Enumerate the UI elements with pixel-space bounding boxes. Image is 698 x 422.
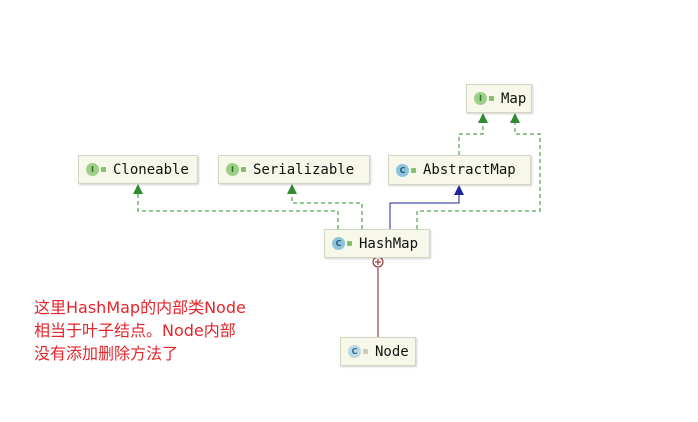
class-icon: C [332,237,345,250]
edge-hashmap-map [416,121,541,229]
arrow-head-abstractmap [454,185,464,195]
edge-hashmap-cloneable [137,192,339,229]
annotation-note: 这里HashMap的内部类Node 相当于叶子结点。Node内部 没有添加删除方… [34,296,246,365]
arrow-head-map-left [478,113,488,123]
arrow-head-cloneable [133,184,143,194]
node-serializable-label: Serializable [253,161,355,178]
node-cloneable[interactable]: I Cloneable [78,155,198,184]
interface-icon: I [474,92,487,105]
package-visibility-icon [363,349,368,354]
arrow-head-map-right [510,113,520,123]
public-visibility-icon [411,167,416,173]
node-hashmap[interactable]: C HashMap [324,229,430,258]
arrow-head-serializable [287,184,297,194]
edge-hashmap-serializable [291,192,363,229]
interface-icon: I [226,163,239,176]
edge-hashmap-abstractmap [389,193,460,229]
public-visibility-icon [241,167,246,172]
annotation-line: 这里HashMap的内部类Node [34,298,246,317]
interface-icon: I [86,163,99,176]
public-visibility-icon [347,241,352,246]
node-serializable[interactable]: I Serializable [218,155,370,184]
node-map[interactable]: I Map [466,84,532,113]
inner-class-icon: C [348,345,361,358]
node-node-label: Node [375,343,409,360]
node-node[interactable]: C Node [340,337,416,366]
node-abstractmap[interactable]: C AbstractMap [388,155,531,185]
node-abstractmap-label: AbstractMap [423,162,516,178]
public-visibility-icon [101,167,106,172]
class-icon: C [396,163,409,177]
annotation-line: 没有添加删除方法了 [34,344,179,363]
edge-abstractmap-map [458,121,484,155]
node-map-label: Map [501,90,527,107]
node-cloneable-label: Cloneable [113,161,189,178]
annotation-line: 相当于叶子结点。Node内部 [34,321,236,340]
node-hashmap-label: HashMap [359,235,419,252]
public-visibility-icon [489,96,494,101]
